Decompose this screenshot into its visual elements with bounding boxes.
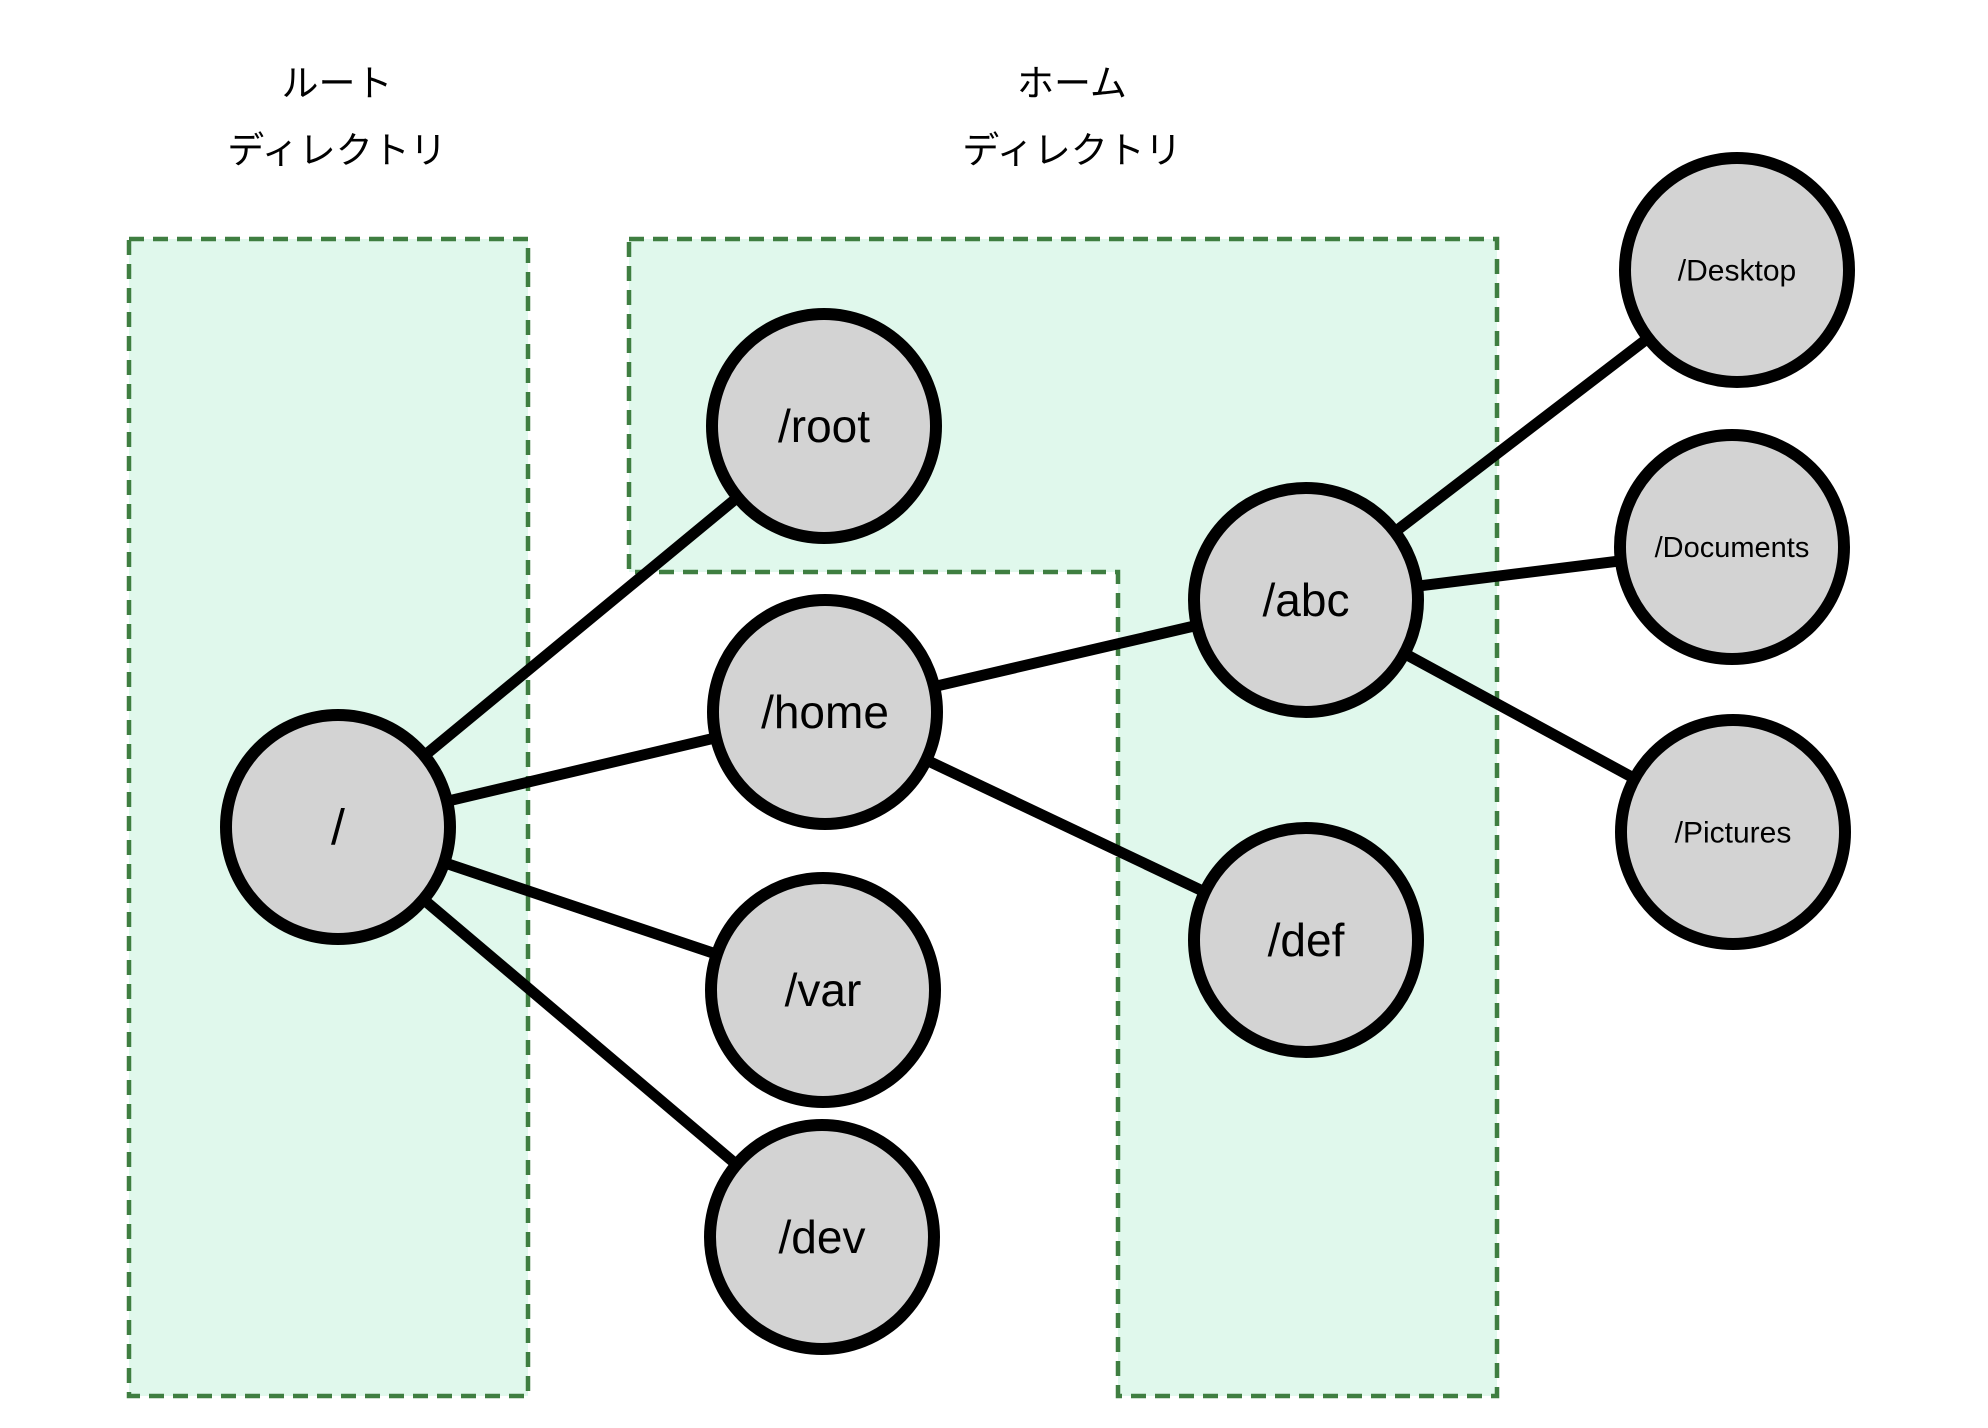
node-pictures: /Pictures	[1615, 714, 1851, 950]
node-circle-slash	[220, 709, 456, 945]
node-slash: /	[220, 709, 456, 945]
node-root: /root	[706, 308, 942, 544]
directory-node-layer: / /root/home/var/dev/abc/def/Desktop/Docu…	[220, 152, 1855, 1355]
node-circle-abc	[1188, 482, 1424, 718]
node-label-def: /def	[1268, 914, 1345, 966]
node-circle-var	[705, 872, 941, 1108]
node-circle-pictures	[1615, 714, 1851, 950]
node-circle-dev	[704, 1119, 940, 1355]
node-documents: /Documents	[1614, 429, 1850, 665]
node-circle-def	[1188, 822, 1424, 1058]
node-def: /def	[1188, 822, 1424, 1058]
node-circle-desktop	[1619, 152, 1855, 388]
node-var: /var	[705, 872, 941, 1108]
home-directory-title-line2: ディレクトリ	[962, 130, 1181, 171]
node-label-var: /var	[785, 964, 862, 1016]
node-circle-root	[706, 308, 942, 544]
node-abc: /abc	[1188, 482, 1424, 718]
node-circle-home	[707, 594, 943, 830]
node-circle-documents	[1614, 429, 1850, 665]
node-label-root: /root	[778, 400, 870, 452]
node-label-documents: /Documents	[1655, 532, 1810, 564]
node-label-slash: /	[331, 800, 345, 856]
node-label-desktop: /Desktop	[1678, 255, 1796, 288]
node-label-home: /home	[761, 686, 889, 738]
root-directory-title-line2: ディレクトリ	[227, 130, 446, 171]
node-dev: /dev	[704, 1119, 940, 1355]
node-label-dev: /dev	[779, 1211, 866, 1263]
node-label-abc: /abc	[1263, 574, 1350, 626]
node-home: /home	[707, 594, 943, 830]
home-directory-title-line1: ホーム	[1017, 63, 1127, 104]
region-titles: ルート ディレクトリ ホーム ディレクトリ	[227, 63, 1181, 171]
node-label-pictures: /Pictures	[1675, 817, 1792, 850]
node-desktop: /Desktop	[1619, 152, 1855, 388]
root-directory-title-line1: ルート	[282, 63, 393, 104]
